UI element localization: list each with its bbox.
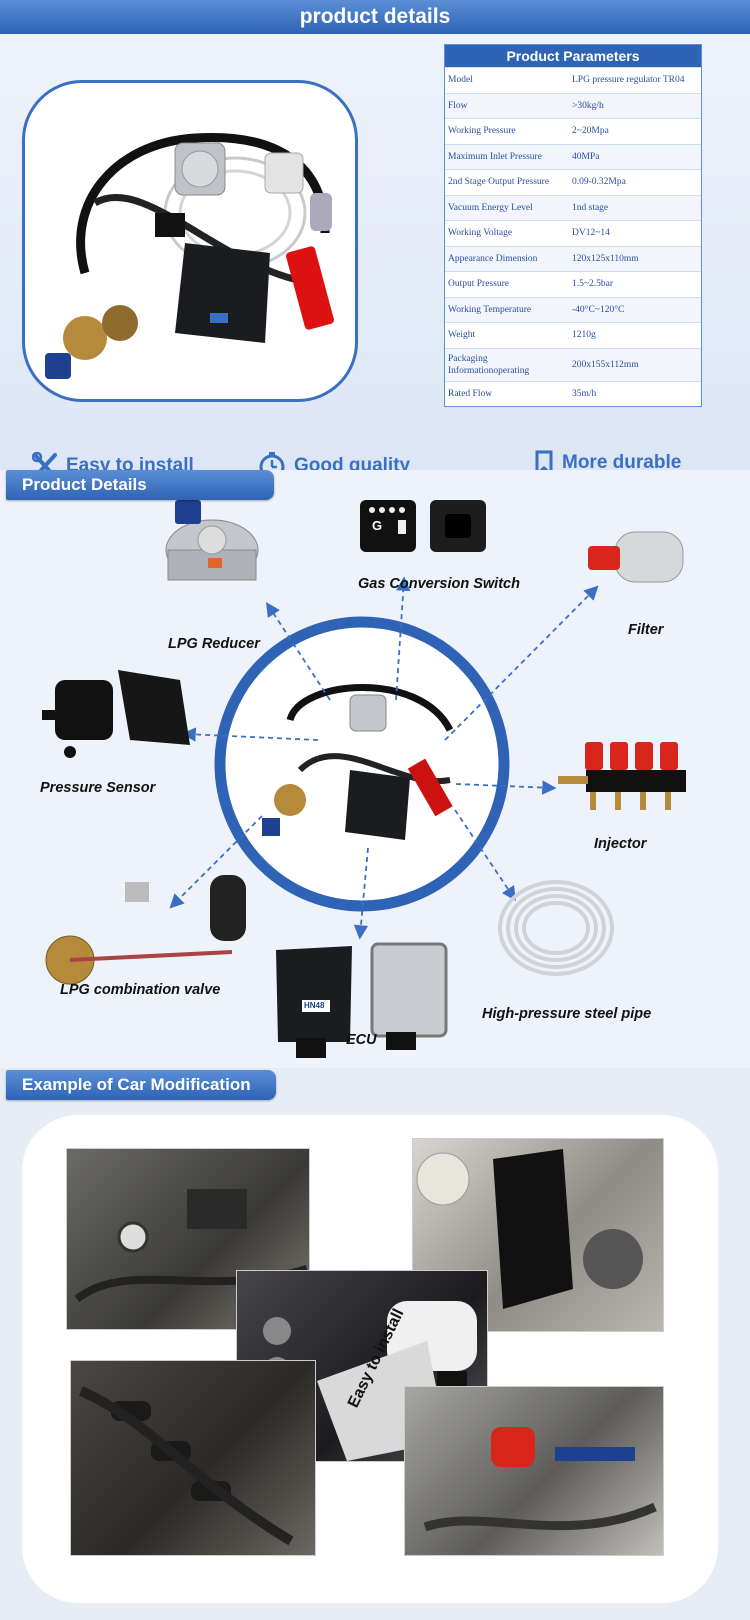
overview-section: Product Parameters Model LPG pressure reg… <box>0 34 750 480</box>
pressure-sensor-image <box>42 670 190 758</box>
top-banner: product details <box>0 0 750 34</box>
parameter-value: 35m/h <box>572 388 597 399</box>
parameter-key: Maximum Inlet Pressure <box>448 151 542 162</box>
parameter-key: Vacuum Energy Level <box>448 202 533 213</box>
parameter-row: Maximum Inlet Pressure 40MPa <box>445 143 701 169</box>
parameter-key: Working Temperature <box>448 304 532 315</box>
parameter-value: DV12~14 <box>572 228 610 239</box>
parameter-key: Working Pressure <box>448 126 516 137</box>
parameter-row: Rated Flow 35m/h <box>445 380 701 407</box>
parameter-value: 1nd stage <box>572 202 609 213</box>
label-lpg-reducer: LPG Reducer <box>168 636 260 652</box>
product-details-section: G HN48 LPG Reducer Gas Conversion Switch… <box>0 470 750 1068</box>
parameter-value: 200x155x112mm <box>572 359 639 370</box>
parameter-value: 0.09-0.32Mpa <box>572 177 626 188</box>
label-injector: Injector <box>594 836 647 852</box>
label-steel-pipe: High-pressure steel pipe <box>482 1006 652 1022</box>
product-details-tab: Product Details <box>6 470 274 500</box>
parameter-key: Model <box>448 75 473 86</box>
parameter-row: 2nd Stage Output Pressure 0.09-0.32Mpa <box>445 169 701 195</box>
parameter-row: Working Temperature -40°C~120°C <box>445 296 701 322</box>
gas-switch-image <box>360 500 486 552</box>
car-modification-tab: Example of Car Modification <box>6 1070 276 1100</box>
filter-image <box>588 531 684 583</box>
parameter-key: 2nd Stage Output Pressure <box>448 177 550 188</box>
parameter-key: Output Pressure <box>448 279 509 290</box>
parameter-row: Weight 1210g <box>445 322 701 348</box>
parameter-key: Rated Flow <box>448 388 493 399</box>
label-ecu: ECU <box>346 1032 377 1048</box>
steel-pipe-image <box>498 880 614 976</box>
parameter-key: Flow <box>448 100 468 111</box>
lpg-reducer-image <box>165 500 259 581</box>
label-pressure-sensor: Pressure Sensor <box>40 780 156 796</box>
parameter-row: Packaging Informationoperating 200x155x11… <box>445 347 701 381</box>
parameters-title: Product Parameters <box>445 45 701 67</box>
parameter-value: 40MPa <box>572 151 600 162</box>
combination-valve-image <box>45 875 246 985</box>
parameter-row: Vacuum Energy Level 1nd stage <box>445 194 701 220</box>
feature-label: More durable <box>562 452 682 473</box>
injector-image <box>558 742 686 810</box>
label-combination-valve: LPG combination valve <box>60 982 221 998</box>
parameter-row: Flow >30kg/h <box>445 92 701 118</box>
parameter-key: Appearance Dimension <box>448 253 538 264</box>
ecu-brand: HN48 <box>304 1001 325 1010</box>
parameter-value: 1210g <box>572 330 596 341</box>
parameter-row: Appearance Dimension 120x125x110mm <box>445 245 701 271</box>
switch-g-letter: G <box>372 518 383 533</box>
label-gas-switch: Gas Conversion Switch <box>358 576 520 592</box>
valve-install-photo <box>404 1386 664 1556</box>
parameter-key: Weight <box>448 330 476 341</box>
parameter-value: 1.5~2.5bar <box>572 279 614 290</box>
parameter-value: 120x125x110mm <box>572 253 639 264</box>
parameter-value: -40°C~120°C <box>572 304 625 315</box>
parameter-value: 2~20Mpa <box>572 126 609 137</box>
parameter-row: Working Voltage DV12~14 <box>445 220 701 246</box>
product-parameters-table: Product Parameters Model LPG pressure reg… <box>444 44 702 407</box>
parameter-value: >30kg/h <box>572 100 604 111</box>
ecu-images <box>276 942 448 1058</box>
parameter-row: Working Pressure 2~20Mpa <box>445 118 701 144</box>
parameter-key: Working Voltage <box>448 228 513 239</box>
parameter-row: Output Pressure 1.5~2.5bar <box>445 271 701 297</box>
component-diagram <box>42 500 686 1058</box>
injector-install-photo <box>70 1360 316 1556</box>
parameter-row: Model LPG pressure regulator TR04 <box>445 67 701 93</box>
parameter-value: LPG pressure regulator TR04 <box>572 75 685 86</box>
product-kit-photo <box>22 80 358 402</box>
parameter-key: Packaging Informationoperating <box>448 353 530 376</box>
label-filter: Filter <box>628 622 664 638</box>
